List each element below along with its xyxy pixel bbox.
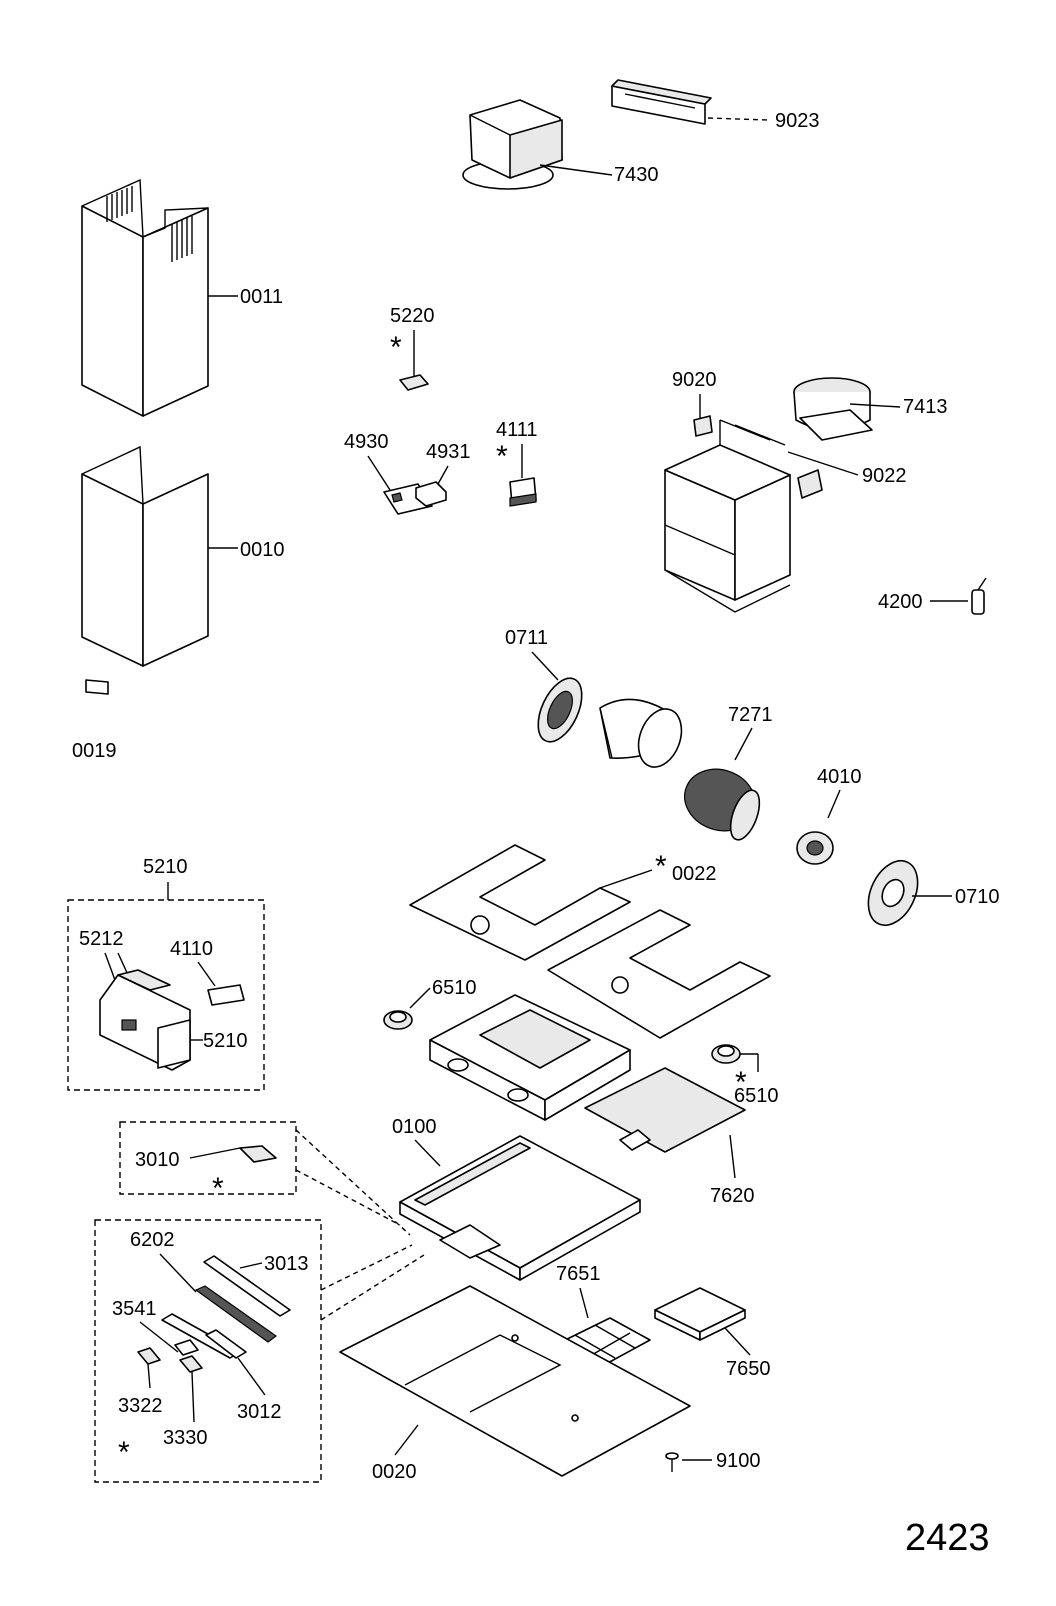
label-4200: 4200 (878, 591, 923, 613)
part-0011-upper-chimney (81, 178, 238, 417)
housing-block (664, 419, 791, 613)
asterisk-control-panel: * (118, 1436, 130, 1469)
part-9023-bracket (611, 79, 769, 125)
part-4930-switch-holder (367, 455, 433, 515)
label-0010: 0010 (240, 539, 285, 561)
label-9023: 9023 (775, 110, 820, 132)
label-0019: 0019 (72, 740, 117, 762)
part-0711-fan-plate (537, 677, 583, 743)
part-5220-clip (399, 330, 429, 391)
label-6510-a: 6510 (432, 977, 477, 999)
part-9020-bracket (693, 415, 713, 437)
leader-7271 (734, 727, 753, 761)
label-3541: 3541 (112, 1298, 157, 1320)
label-7430: 7430 (614, 164, 659, 186)
part-9100-screw (665, 1452, 712, 1472)
diagram-number: 2423 (905, 1517, 990, 1559)
part-6202-strip (194, 1285, 278, 1343)
label-6202: 6202 (130, 1229, 175, 1251)
part-4931-switch (415, 465, 449, 507)
label-5210: 5210 (203, 1030, 248, 1052)
label-4930: 4930 (344, 431, 389, 453)
label-9020: 9020 (672, 369, 717, 391)
label-0710: 0710 (955, 886, 1000, 908)
asterisk-4111: * (496, 440, 508, 473)
label-3322: 3322 (118, 1395, 163, 1417)
dash-connector-3010-b (295, 1169, 401, 1226)
part-6510-lamp-a (383, 1010, 413, 1030)
leader-3010 (189, 1147, 241, 1159)
part-0010-lower-chimney (81, 445, 238, 667)
label-5220: 5220 (390, 305, 435, 327)
part-7620-filter (584, 1067, 746, 1179)
label-4931: 4931 (426, 441, 471, 463)
part-0020-bottom-panel (339, 1285, 691, 1477)
dash-connector-3010-a (295, 1129, 411, 1236)
label-0011: 0011 (240, 286, 283, 308)
label-4111: 4111 (496, 419, 538, 441)
label-7620: 7620 (710, 1185, 755, 1207)
label-0022: 0022 (672, 863, 717, 885)
part-4111-light-socket (509, 444, 537, 507)
part-0022-panels (409, 844, 771, 1039)
label-3330: 3330 (163, 1427, 208, 1449)
part-6510-lamp-b (711, 1044, 759, 1072)
part-7650-filter-pad (654, 1287, 751, 1356)
label-3010: 3010 (135, 1149, 180, 1171)
label-5212: 5212 (79, 928, 124, 950)
part-4110-switch (197, 961, 245, 1006)
label-3013: 3013 (264, 1253, 309, 1275)
label-6510-b: 6510 (734, 1085, 779, 1107)
label-5210-box: 5210 (143, 856, 188, 878)
label-4110: 4110 (170, 938, 213, 960)
part-4200-capacitor (971, 577, 987, 615)
part-0710-fan-plate (867, 860, 952, 926)
label-7271: 7271 (728, 704, 773, 726)
part-7413-outlet-ring (793, 377, 901, 441)
leader-0711 (531, 651, 559, 681)
box-5210 (67, 899, 265, 1091)
part-7430-adapter (462, 99, 613, 190)
box-control-panel (94, 1219, 322, 1483)
label-4010: 4010 (817, 766, 862, 788)
label-7651: 7651 (556, 1263, 601, 1285)
part-7271-impeller (684, 768, 761, 841)
part-4010-motor (796, 831, 834, 865)
fan-scroll-housing (599, 698, 683, 768)
part-9022-rod (734, 424, 859, 499)
asterisk-3010: * (212, 1172, 224, 1205)
label-7413: 7413 (903, 396, 948, 418)
part-3010-clip (239, 1145, 277, 1163)
box-3010 (119, 1121, 297, 1195)
asterisk-6510-b: * (735, 1066, 747, 1099)
leader-6202 (159, 1253, 197, 1293)
part-3330-button (179, 1355, 203, 1423)
label-0100: 0100 (392, 1116, 437, 1138)
dash-connector-panel-b (320, 1254, 425, 1321)
internal-frame (429, 994, 631, 1121)
label-9100: 9100 (716, 1450, 761, 1472)
part-3012-bar (205, 1329, 266, 1396)
label-7650: 7650 (726, 1358, 771, 1380)
dash-connector-panel-a (320, 1244, 413, 1291)
label-0020: 0020 (372, 1461, 417, 1483)
leader-6510-a (409, 987, 431, 1009)
part-3013-rail (203, 1255, 291, 1317)
label-9022: 9022 (862, 465, 907, 487)
part-5210-board (157, 1019, 203, 1069)
leader-3541 (139, 1321, 179, 1353)
part-0019-plate (85, 679, 109, 695)
label-3012: 3012 (237, 1401, 282, 1423)
part-3322-button (137, 1347, 161, 1389)
leader-4010 (827, 789, 841, 819)
asterisk-0022: * (655, 850, 667, 883)
leader-0100 (414, 1139, 441, 1167)
leader-7651 (579, 1287, 589, 1319)
asterisk-5220: * (390, 331, 402, 364)
part-0100-frame (399, 1135, 641, 1281)
label-0711: 0711 (505, 627, 548, 649)
